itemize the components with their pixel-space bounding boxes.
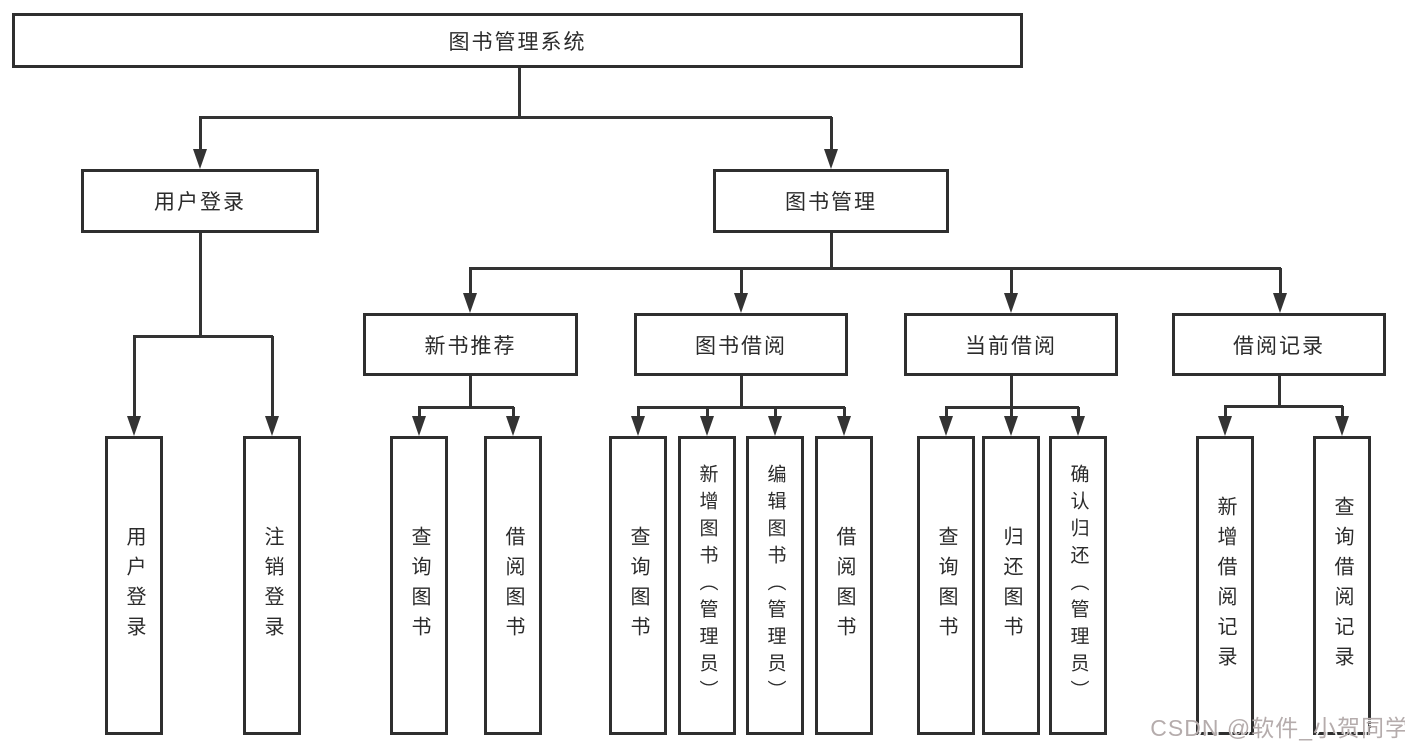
connector-line-vertical [469, 376, 472, 409]
node-current-borrow: 当前借阅 [904, 313, 1118, 376]
arrowhead-down-icon [939, 416, 953, 436]
node-leaf-query-record: 查询借阅记录 [1313, 436, 1371, 735]
arrow-stem [843, 407, 846, 418]
arrow-stem [1341, 406, 1344, 418]
arrow-stem [774, 407, 777, 418]
node-label: 查询借阅记录 [1331, 495, 1353, 676]
node-leaf-borrow-book-2: 借阅图书 [815, 436, 873, 735]
node-leaf-logout: 注销登录 [243, 436, 301, 735]
arrow-stem [945, 407, 948, 418]
node-leaf-confirm-return: 确认归还（管理员） [1049, 436, 1107, 735]
connector-line-vertical [830, 233, 833, 270]
node-label: 当前借阅 [965, 334, 1057, 358]
arrow-stem [706, 407, 709, 418]
arrowhead-down-icon [1004, 293, 1018, 313]
arrowhead-down-icon [412, 416, 426, 436]
connector-line-horizontal [469, 267, 1281, 270]
arrowhead-down-icon [193, 149, 207, 169]
arrow-stem [271, 336, 274, 418]
connector-line-vertical [518, 68, 521, 119]
node-label: 借阅图书 [833, 525, 855, 646]
connector-line-horizontal [133, 335, 273, 338]
arrowhead-down-icon [631, 416, 645, 436]
node-borrow-records: 借阅记录 [1172, 313, 1386, 376]
connector-line-vertical [199, 233, 202, 338]
arrowhead-down-icon [127, 416, 141, 436]
watermark-text: CSDN @软件_小贺同学 [1150, 715, 1405, 741]
arrow-stem [740, 268, 743, 295]
node-label: 新增图书（管理员） [696, 464, 718, 707]
arrow-stem [1224, 406, 1227, 418]
node-leaf-add-record: 新增借阅记录 [1196, 436, 1254, 735]
arrowhead-down-icon [1004, 416, 1018, 436]
node-label: 注销登录 [261, 525, 283, 646]
node-label: 查询图书 [408, 525, 430, 646]
arrow-stem [133, 336, 136, 418]
arrow-stem [830, 117, 833, 151]
node-leaf-query-book-3: 查询图书 [917, 436, 975, 735]
node-leaf-user-login: 用户登录 [105, 436, 163, 735]
connector-line-horizontal [418, 406, 514, 409]
arrowhead-down-icon [768, 416, 782, 436]
node-label: 图书管理系统 [448, 30, 587, 54]
node-label: 编辑图书（管理员） [764, 464, 786, 707]
node-label: 用户登录 [154, 191, 246, 214]
node-label: 图书借阅 [695, 334, 787, 358]
node-leaf-query-book-2: 查询图书 [609, 436, 667, 735]
arrowhead-down-icon [506, 416, 520, 436]
arrow-stem [1077, 407, 1080, 418]
node-label: 新增借阅记录 [1214, 495, 1236, 676]
node-label: 用户登录 [123, 525, 145, 646]
node-label: 确认归还（管理员） [1067, 464, 1089, 707]
node-leaf-return-book: 归还图书 [982, 436, 1040, 735]
arrowhead-down-icon [463, 293, 477, 313]
arrow-stem [199, 117, 202, 151]
node-label: 查询图书 [627, 525, 649, 646]
node-root: 图书管理系统 [12, 13, 1023, 68]
connector-line-vertical [1010, 376, 1013, 409]
arrow-stem [418, 407, 421, 418]
arrow-stem [637, 407, 640, 418]
arrow-stem [1279, 268, 1282, 295]
node-leaf-borrow-book-1: 借阅图书 [484, 436, 542, 735]
node-label: 图书管理 [785, 191, 877, 214]
arrowhead-down-icon [824, 149, 838, 169]
node-book-mgmt: 图书管理 [713, 169, 949, 233]
node-label: 借阅记录 [1233, 334, 1325, 358]
arrowhead-down-icon [700, 416, 714, 436]
arrowhead-down-icon [1273, 293, 1287, 313]
arrowhead-down-icon [734, 293, 748, 313]
node-leaf-edit-book: 编辑图书（管理员） [746, 436, 804, 735]
arrow-stem [1010, 407, 1013, 418]
connector-line-vertical [1278, 376, 1281, 408]
arrowhead-down-icon [1335, 416, 1349, 436]
arrowhead-down-icon [1218, 416, 1232, 436]
node-label: 新书推荐 [424, 334, 517, 358]
arrowhead-down-icon [265, 416, 279, 436]
node-leaf-add-book: 新增图书（管理员） [678, 436, 736, 735]
arrow-stem [469, 268, 472, 295]
node-book-borrow: 图书借阅 [634, 313, 848, 376]
arrowhead-down-icon [1071, 416, 1085, 436]
connector-line-horizontal [637, 406, 845, 409]
arrowhead-down-icon [837, 416, 851, 436]
arrow-stem [512, 407, 515, 418]
node-user-login: 用户登录 [81, 169, 319, 233]
node-label: 查询图书 [935, 525, 957, 646]
connector-line-vertical [740, 376, 743, 409]
connector-line-horizontal [199, 116, 832, 119]
node-leaf-query-book-1: 查询图书 [390, 436, 448, 735]
node-new-book-rec: 新书推荐 [363, 313, 578, 376]
arrow-stem [1010, 268, 1013, 295]
node-label: 借阅图书 [502, 525, 524, 646]
node-label: 归还图书 [1000, 525, 1022, 646]
connector-line-horizontal [1224, 405, 1343, 408]
